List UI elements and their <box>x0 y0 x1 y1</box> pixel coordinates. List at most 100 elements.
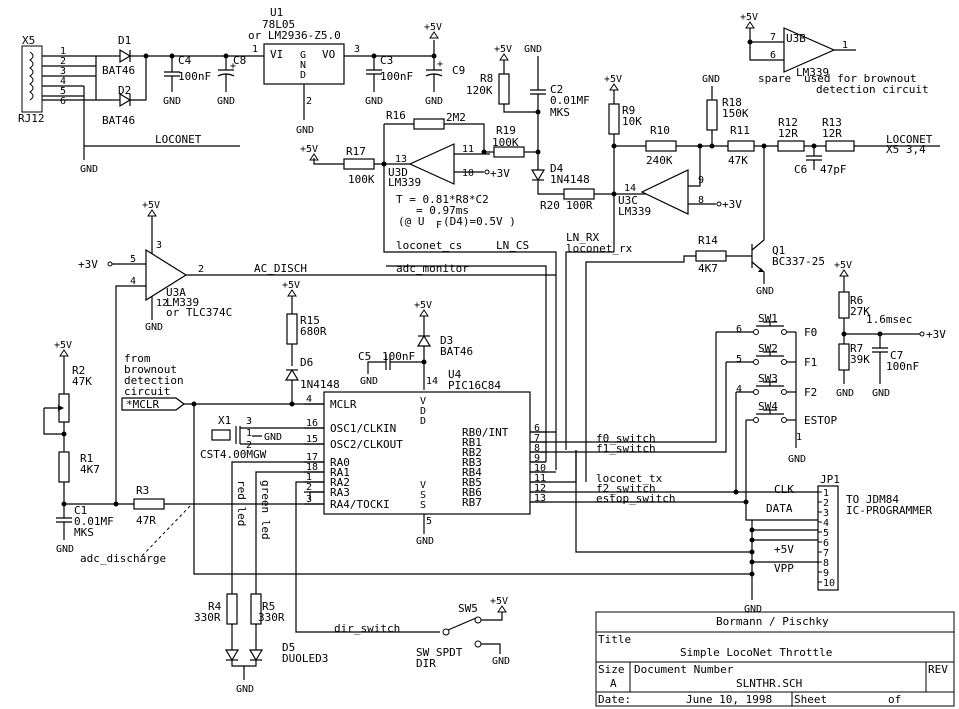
p5v-sw5: +5V <box>490 596 508 607</box>
sw3-label: F2 <box>804 386 817 399</box>
from-text1: from <box>124 352 151 365</box>
u4-pin-name: RB4 <box>462 466 482 479</box>
led-green-label: green led <box>259 480 272 540</box>
u4-pin-num: 12 <box>534 483 546 494</box>
r5-value: 330R <box>258 611 285 624</box>
jp1-clk: CLK <box>774 483 794 496</box>
u3d-pin13: 13 <box>395 154 407 165</box>
capacitor-c1: C1 0.01MF MKS GND <box>56 504 114 555</box>
r13-ref: R13 <box>822 116 842 129</box>
u4-pin-name: RB5 <box>462 476 482 489</box>
u4-pin-num: 6 <box>534 423 540 434</box>
x5-pin3: 3 <box>60 66 66 77</box>
r2-value: 47K <box>72 375 92 388</box>
u4-pin-name: RB6 <box>462 486 482 499</box>
x1-pin1: 1 <box>246 428 252 439</box>
p5v-u3b: +5V <box>740 12 758 23</box>
u4-pin-num: 4 <box>306 394 312 405</box>
u3a-pin5: 5 <box>130 254 136 265</box>
d2-ref: D2 <box>118 84 131 97</box>
jp1-pin: 6 <box>823 538 829 549</box>
from-text2: brownout <box>124 363 177 376</box>
sw2-pin: 5 <box>736 354 742 365</box>
svg-text:+: + <box>230 61 236 72</box>
d1-ref: D1 <box>118 34 131 47</box>
loconet-rx-wire <box>565 251 614 450</box>
u3c-feedback <box>688 146 701 187</box>
jp1-pin: 10 <box>823 578 835 589</box>
svg-text:V: V <box>420 480 426 491</box>
u4-pin-num: 13 <box>534 493 546 504</box>
resistor-r20: R20 100R <box>540 188 646 212</box>
x1-pin2: 2 <box>246 440 252 451</box>
q1-ref: Q1 <box>772 244 785 257</box>
d3-ref: D3 <box>440 334 453 347</box>
diode-d2: D2 BAT46 <box>102 56 147 127</box>
capacitor-c9: + C9 GND +5V <box>424 22 465 107</box>
r20-ref: R20 <box>540 199 560 212</box>
u4-pin-num: 11 <box>534 473 546 484</box>
gnd-c7: GND <box>872 388 890 399</box>
resistor-r5: R5 330R <box>250 593 285 650</box>
resistor-r17: +5V R17 100K <box>300 124 557 470</box>
r14-ref: R14 <box>698 234 718 247</box>
net-loconet-right: LOCONET <box>886 133 933 146</box>
gnd-sw5: GND <box>492 656 510 667</box>
u1-vo: VO <box>322 48 335 61</box>
gnd-c2: GND <box>524 44 542 55</box>
u4-pin-name: RB1 <box>462 436 482 449</box>
gnd-c5: GND <box>360 376 378 387</box>
u3b-ref: U3B <box>786 32 806 45</box>
capacitor-c6: C6 47pF <box>794 146 847 176</box>
capacitor-c7: C7 100nF GND <box>872 334 919 399</box>
p3v-u3c: +3V <box>722 198 742 211</box>
u3a-pin12: 12 <box>156 298 168 309</box>
svg-text:S: S <box>420 490 426 501</box>
comparator-u3b: U3B LM339 +5V 7 6 1 spare used for brown… <box>740 12 929 96</box>
p5v-r15: +5V <box>282 280 300 291</box>
formula-line1: T = 0.81*R8*C2 <box>396 193 489 206</box>
c3-ref: C3 <box>380 54 393 67</box>
x5-ref: X5 <box>22 34 35 47</box>
p5v-c9: +5V <box>424 22 442 33</box>
tb-title-label: Title <box>598 633 631 646</box>
c1-ref: C1 <box>74 504 87 517</box>
u4-pin-name: RA3 <box>330 486 350 499</box>
u3c-value: LM339 <box>618 205 651 218</box>
r3-ref: R3 <box>136 484 149 497</box>
u4-ref: U4 <box>448 368 462 381</box>
p5v-r17: +5V <box>300 144 318 155</box>
u4-pin-num: 1 <box>306 472 312 483</box>
p5v-r8: +5V <box>494 44 512 55</box>
r11-ref: R11 <box>730 124 750 137</box>
gnd-x5: GND <box>80 164 98 175</box>
jp1-vpp: VPP <box>774 562 794 575</box>
tb-date: June 10, 1998 <box>686 693 772 706</box>
svg-text:D: D <box>300 70 306 81</box>
x5-pin6: 6 <box>60 96 66 107</box>
r14-value: 4K7 <box>698 262 718 275</box>
gnd-d5: GND <box>236 684 254 695</box>
net-mclr: *MCLR <box>126 398 159 411</box>
c2-type: MKS <box>550 106 570 119</box>
svg-text:N: N <box>300 60 306 71</box>
u3b-value: LM339 <box>796 66 829 79</box>
u4-pin-num: 8 <box>534 443 540 454</box>
r8-ref: R8 <box>480 72 493 85</box>
x1-value: CST4.00MGW <box>200 448 267 461</box>
sw2-ref: SW2 <box>758 342 778 355</box>
mclr-wire <box>184 403 752 575</box>
u3d-pin10: 10 <box>462 168 474 179</box>
net-loconet-cs: loconet_cs <box>396 239 462 252</box>
from-text3: detection <box>124 374 184 387</box>
u1-pin1: 1 <box>252 44 258 55</box>
gnd-r7: GND <box>836 388 854 399</box>
u4-pin-name: MCLR <box>330 398 357 411</box>
c1-value: 0.01MF <box>74 515 114 528</box>
r20-value: 100R <box>566 199 593 212</box>
